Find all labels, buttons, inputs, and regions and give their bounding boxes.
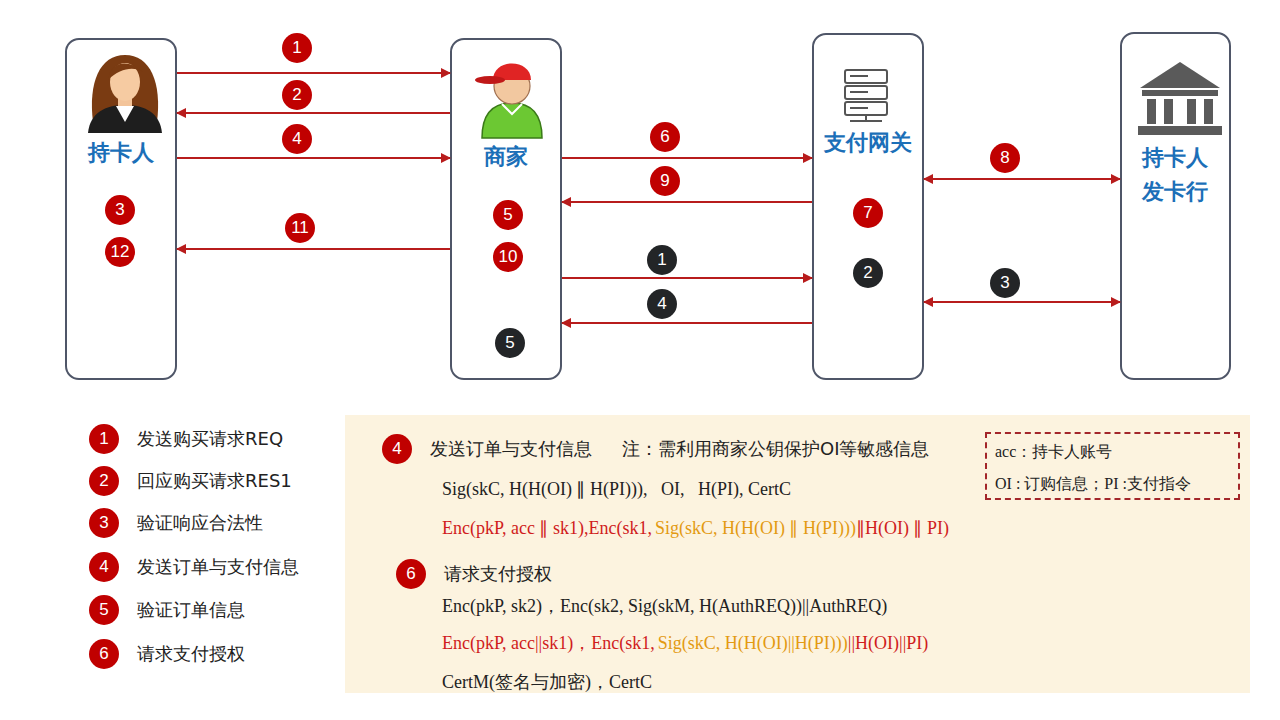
bank-roof — [1140, 62, 1220, 88]
step-number: 6 — [650, 122, 680, 152]
legend-text: 验证订单信息 — [137, 598, 245, 622]
message-arrow — [562, 277, 812, 279]
formula-text: Sig(skC, H(H(OI) ∥ H(PI))), OI, H(PI), C… — [442, 478, 791, 500]
step-heading: 发送订单与支付信息 — [430, 437, 592, 461]
legend-text: 回应购买请求RES1 — [137, 469, 292, 493]
text-row: CertM(签名与加密)，CertC — [442, 667, 652, 697]
formula-text: ∥H(OI) ∥ PI) — [856, 517, 949, 539]
callout-number: 5 — [89, 595, 119, 625]
bank-column — [1147, 99, 1156, 124]
step-number: 1 — [647, 245, 677, 275]
bank-base — [1138, 126, 1222, 135]
callout-number: 12 — [105, 237, 135, 267]
definition-text: acc：持卡人账号 — [995, 441, 1112, 463]
server-unit — [845, 70, 887, 83]
message-arrow — [177, 112, 450, 114]
callout-number: 7 — [853, 198, 883, 228]
text-row: Enc(pkP, acc ∥ sk1),Enc(sk1,Sig(skC, H(H… — [442, 513, 949, 543]
legend-text: 请求支付授权 — [137, 642, 245, 666]
server-stand — [850, 120, 882, 122]
message-arrow — [924, 301, 1120, 303]
message-arrow — [562, 322, 812, 324]
bangs-shape — [108, 64, 143, 80]
callout-number: 3 — [105, 195, 135, 225]
note-text: 注：需利用商家公钥保护OI等敏感信息 — [622, 437, 929, 461]
formula-text: Sig(skC, H(H(OI)||H(PI))) — [658, 633, 848, 654]
step-number: 3 — [990, 268, 1020, 298]
text-row: 6 请求支付授权 — [396, 559, 552, 589]
step-number: 1 — [282, 33, 312, 63]
participant-box: 持卡人 发卡行 — [1120, 32, 1231, 380]
merchant-icon — [475, 64, 542, 139]
callout-number: 4 — [89, 552, 119, 582]
cardholder-icon — [88, 55, 162, 133]
message-arrow — [562, 201, 812, 203]
step-number: 9 — [650, 166, 680, 196]
callout-number: 2 — [853, 258, 883, 288]
legend-text: 发送购买请求REQ — [137, 427, 283, 451]
definition-text: OI : 订购信息；PI :支付指令 — [995, 473, 1191, 495]
server-slot — [850, 75, 868, 77]
callout-number: 5 — [493, 200, 523, 230]
step-number: 8 — [990, 143, 1020, 173]
callout-number: 5 — [495, 328, 525, 358]
collar-shape — [116, 106, 134, 122]
callout-number: 6 — [396, 559, 426, 589]
formula-text: Sig(skC, H(H(OI) ∥ H(PI))) — [655, 517, 856, 539]
message-arrow — [562, 157, 812, 159]
formula-text: Enc(pkP, sk2)，Enc(sk2, Sig(skM, H(AuthRE… — [442, 594, 887, 618]
step-number: 4 — [282, 124, 312, 154]
callout-number: 2 — [89, 466, 119, 496]
message-arrow — [177, 157, 450, 159]
callout-number: 4 — [382, 434, 412, 464]
body-shape — [482, 103, 542, 138]
body-shape — [88, 105, 162, 133]
server-slot — [850, 91, 868, 93]
server-unit — [845, 86, 887, 99]
text-row: Enc(pkP, sk2)，Enc(sk2, Sig(skM, H(AuthRE… — [442, 591, 887, 621]
bank-column — [1164, 99, 1173, 124]
callout-number: 3 — [89, 508, 119, 538]
callout-number: 10 — [493, 242, 523, 272]
node-title: 持卡人 — [67, 140, 175, 166]
callout-number: 1 — [89, 424, 119, 454]
legend-text: 发送订单与支付信息 — [137, 555, 299, 579]
bank-icon — [1138, 62, 1222, 135]
text-row: Enc(pkP, acc||sk1)，Enc(sk1,Sig(skC, H(H(… — [442, 628, 928, 658]
callout-number: 6 — [89, 639, 119, 669]
node-title: 支付网关 — [814, 130, 922, 156]
message-arrow — [177, 72, 450, 74]
formula-text: Enc(pkP, acc ∥ sk1),Enc(sk1, — [442, 517, 652, 539]
bank-beam — [1142, 90, 1218, 96]
node-title: 持卡人 发卡行 — [1135, 141, 1215, 209]
step-heading: 请求支付授权 — [444, 562, 552, 586]
message-arrow — [924, 178, 1120, 180]
server-slot — [850, 107, 868, 109]
formula-panel: 4 发送订单与支付信息 注：需利用商家公钥保护OI等敏感信息 Sig(skC, H(H… — [345, 415, 1250, 693]
bank-column — [1204, 99, 1213, 124]
legend-text: 验证响应合法性 — [137, 511, 263, 535]
text-row: Sig(skC, H(H(OI) ∥ H(PI))), OI, H(PI), C… — [442, 474, 791, 504]
definition-box: acc：持卡人账号 OI : 订购信息；PI :支付指令 — [985, 432, 1240, 500]
step-number: 2 — [282, 80, 312, 110]
formula-text: Enc(pkP, acc||sk1)，Enc(sk1, — [442, 631, 655, 655]
server-unit — [845, 102, 887, 115]
node-title: 商家 — [452, 144, 560, 170]
collar-shape — [502, 104, 522, 114]
cap-brim — [475, 76, 505, 84]
text-row: 4 发送订单与支付信息 注：需利用商家公钥保护OI等敏感信息 — [382, 434, 929, 464]
formula-text: ||H(OI)||PI) — [848, 633, 928, 654]
message-arrow — [177, 248, 450, 250]
server-icon — [845, 70, 887, 121]
formula-text: CertM(签名与加密)，CertC — [442, 670, 652, 694]
step-number: 11 — [285, 213, 315, 243]
step-number: 4 — [647, 289, 677, 319]
bank-column — [1187, 99, 1196, 124]
